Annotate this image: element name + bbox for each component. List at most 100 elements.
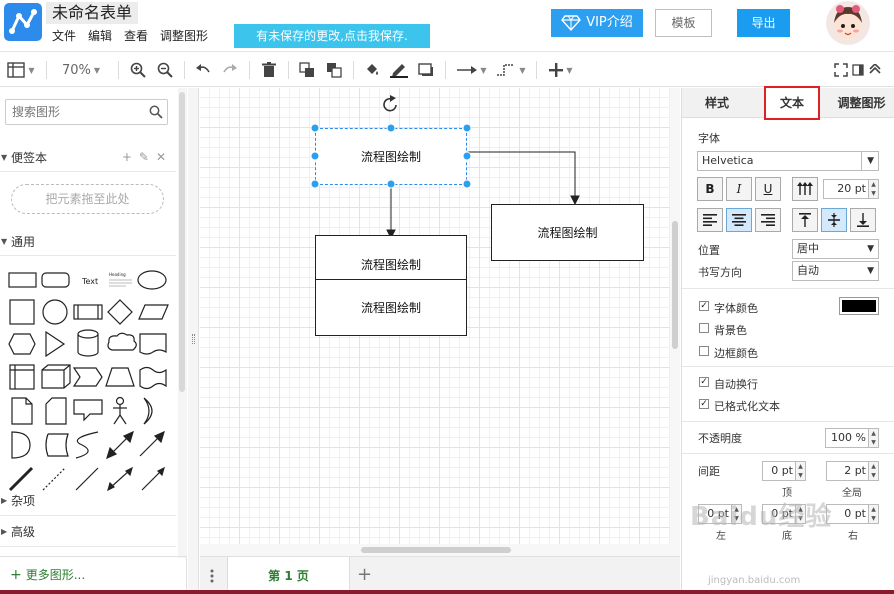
redo-button[interactable] [220,58,240,82]
flowchart-box-selected[interactable]: 流程图绘制 [315,128,467,185]
user-avatar[interactable] [826,1,870,45]
shadow-button[interactable] [416,58,436,82]
menu-arrange[interactable]: 调整图形 [160,29,209,43]
delete-button[interactable] [259,58,279,82]
export-button[interactable]: 导出 [737,9,790,37]
triangle-shape[interactable] [45,330,66,358]
font-color-checkbox[interactable]: ✓ [699,301,709,311]
shape-search-input[interactable] [12,101,147,123]
dashed-line-shape[interactable] [42,467,66,491]
ellipse-shape[interactable] [137,270,167,290]
unsaved-changes-banner[interactable]: 有未保存的更改,点击我保存. [234,24,430,48]
stepper-icon[interactable]: ▲▼ [731,504,742,524]
heading-shape[interactable]: Heading [109,272,132,287]
opacity-input[interactable]: 100 % ▲▼ [825,428,879,448]
auto-wrap-checkbox[interactable]: ✓ [699,377,709,387]
writing-direction-select[interactable]: 自动 ▼ [792,261,879,281]
vip-button[interactable]: VIP介绍 [551,9,643,37]
canvas-vertical-scrollbar[interactable] [670,88,680,544]
scrollbar-thumb[interactable] [361,547,511,553]
rectangle-shape[interactable] [8,272,37,288]
spacing-right-input[interactable]: 0 pt ▲▼ [826,504,879,524]
scratchpad-drop-zone[interactable]: 把元素拖至此处 [11,184,164,214]
stepper-icon[interactable]: ▲▼ [868,461,879,481]
cylinder-shape[interactable] [77,329,99,357]
spacing-top-input[interactable]: 0 pt ▲▼ [762,461,806,481]
menu-view[interactable]: 查看 [124,29,149,43]
align-left-button[interactable] [697,208,723,232]
diamond-shape[interactable] [107,299,133,325]
data-storage-shape[interactable] [45,433,69,457]
collapse-button[interactable] [867,58,883,82]
menu-file[interactable]: 文件 [52,29,77,43]
connector-edge[interactable] [466,151,576,198]
insert-dropdown[interactable]: ▼ [544,58,578,82]
double-arrow-line-shape[interactable] [107,466,133,492]
background-color-checkbox[interactable] [699,323,709,333]
rounded-rectangle-shape[interactable] [41,272,70,288]
menu-edit[interactable]: 编辑 [88,29,113,43]
spacing-left-input[interactable]: 0 pt ▲▼ [698,504,742,524]
scratchpad-header[interactable]: ▼ 便签本 + ✎ ✕ [0,144,176,172]
zoom-in-button[interactable] [128,58,148,82]
flowchart-box-middle[interactable]: 流程图绘制 [315,235,467,280]
curve-shape[interactable] [75,431,99,459]
document-shape[interactable] [139,333,167,355]
square-shape[interactable] [9,299,35,325]
panel-layout-button[interactable]: ▼ [4,58,38,82]
more-shapes-button[interactable]: + 更多图形... [10,566,85,583]
circle-shape[interactable] [42,299,68,325]
advanced-section-header[interactable]: ▶ 高级 [0,517,176,547]
line-color-button[interactable] [389,58,409,82]
stepper-icon[interactable]: ▲▼ [868,504,879,524]
diagram-canvas[interactable]: 流程图绘制 流程图绘制 流程图绘制 流程图绘制 [200,88,670,544]
scrollbar-thumb[interactable] [179,92,185,392]
to-front-button[interactable] [297,58,317,82]
flowchart-box-bottom[interactable]: 流程图绘制 [315,279,467,336]
panel-splitter[interactable] [188,88,199,594]
bidirectional-arrow-shape[interactable] [106,430,134,460]
align-right-button[interactable] [755,208,781,232]
position-select[interactable]: 居中 ▼ [792,239,879,259]
bold-button[interactable]: B [697,177,723,201]
align-middle-button[interactable] [821,208,847,232]
misc-section-header[interactable]: ▶ 杂项 [0,486,176,516]
fill-color-button[interactable] [362,58,382,82]
stepper-icon[interactable]: ▲▼ [868,179,879,199]
canvas-horizontal-scrollbar[interactable] [200,544,680,556]
search-icon[interactable] [149,105,163,119]
to-back-button[interactable] [324,58,344,82]
stepper-icon[interactable]: ▲▼ [795,461,806,481]
card-shape[interactable] [45,397,67,425]
delay-shape[interactable] [11,431,31,459]
format-panel-toggle[interactable] [850,58,866,82]
double-line-shape[interactable] [8,466,34,492]
hexagon-shape[interactable] [8,333,36,355]
internal-storage-shape[interactable] [9,364,35,390]
fullscreen-button[interactable] [832,58,850,82]
process-shape[interactable] [73,304,103,320]
edit-icon[interactable]: ✎ [138,150,149,164]
zoom-out-button[interactable] [155,58,175,82]
step-shape[interactable] [72,367,103,387]
tab-arrange[interactable]: 调整图形 [837,96,886,110]
page-tab-1[interactable]: 第 1 页 [227,557,350,594]
zoom-dropdown[interactable]: 70% ▼ [54,58,108,82]
directional-line-shape[interactable] [141,466,165,491]
tab-style[interactable]: 样式 [704,96,729,110]
trapezoid-shape[interactable] [105,367,135,387]
spacing-bottom-input[interactable]: 0 pt ▲▼ [762,504,806,524]
add-page-icon[interactable]: + [357,564,373,585]
italic-button[interactable]: I [726,177,752,201]
font-size-input[interactable]: 20 pt ▲▼ [823,179,879,199]
text-shape[interactable]: Text [81,277,98,286]
document-title[interactable]: 未命名表单 [46,2,139,24]
tape-shape[interactable] [139,366,167,390]
cube-shape[interactable] [41,364,71,389]
arrow-shape[interactable] [139,430,165,457]
stepper-icon[interactable]: ▲▼ [795,504,806,524]
note-shape[interactable] [11,397,33,425]
shape-library-scrollbar[interactable] [178,88,187,558]
add-icon[interactable]: + [121,150,132,164]
app-logo[interactable] [4,3,42,41]
